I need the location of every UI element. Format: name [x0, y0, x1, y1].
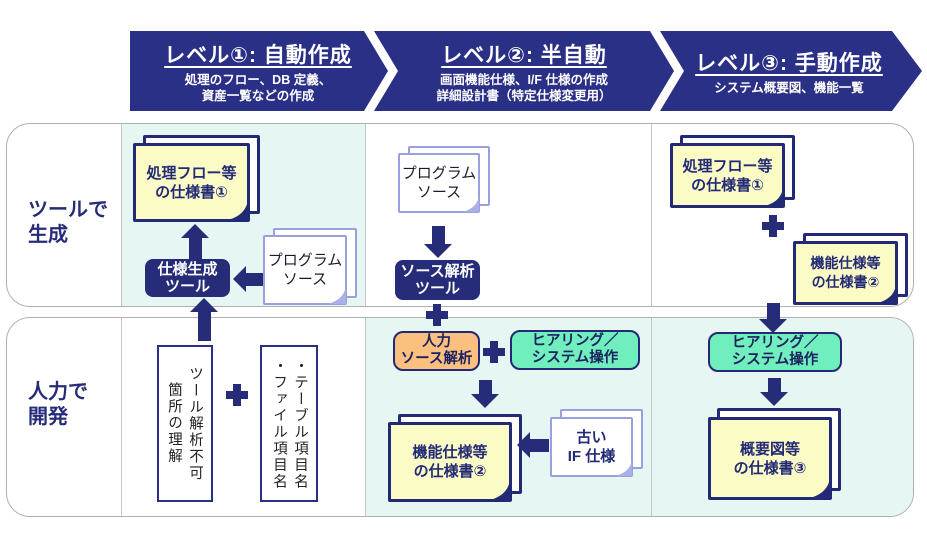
row-label-tool-generated: ツールで生成 — [28, 199, 108, 246]
level1-subtitle: 処理のフロー、DB 定義、 資産一覧などの作成 — [184, 72, 332, 103]
left-arrow-icon — [233, 266, 263, 292]
program-source-note: プログラムソース — [263, 228, 357, 305]
plus-icon — [426, 304, 448, 326]
manual-source-analysis-box: 人力ソース解析 — [393, 331, 480, 371]
up-arrow-icon — [181, 224, 209, 259]
left-arrow-icon — [517, 432, 549, 458]
func-spec-doc2-sticky-note: 機能仕様等の仕様書② — [793, 233, 908, 305]
row-label-manual-development: 人力で開発 — [28, 381, 88, 428]
tool-unanalyzable-parts-box: ツール解析不可 箇所の理解 — [157, 345, 213, 502]
level3-chevron-shape — [660, 31, 922, 111]
hearing-system-operation-box: ヒアリング／システム操作 — [708, 332, 842, 372]
level2-title: レベル②: 半自動 — [441, 43, 607, 67]
level1-chevron-shape — [130, 31, 388, 111]
folded-corner-icon — [810, 478, 830, 498]
down-arrow-icon — [471, 380, 499, 408]
folded-corner-icon — [490, 480, 510, 500]
folded-corner-icon — [228, 200, 248, 220]
level3-subtitle: システム概要図、機能一覧 — [714, 80, 864, 95]
source-analysis-tool-box: ソース解析ツール — [395, 260, 480, 300]
folded-corner-icon — [463, 196, 479, 212]
level3-header: レベル③: 手動作成 システム概要図、機能一覧 — [684, 31, 894, 111]
folded-corner-icon — [616, 460, 632, 476]
hearing-system-operation-box: ヒアリング／システム操作 — [510, 330, 640, 370]
spec-doc1-sticky-note: 処理フロー等の仕様書① — [670, 135, 795, 208]
plus-icon — [226, 384, 248, 406]
level2-subtitle: 画面機能仕様、I/F 仕様の作成 詳細設計書（特定仕様変更用） — [436, 72, 612, 103]
down-arrow-icon — [424, 226, 452, 258]
plus-icon — [483, 341, 505, 363]
program-source-note: プログラムソース — [398, 146, 490, 213]
spec-generation-tool-box: 仕様生成ツール — [145, 259, 230, 297]
plus-icon — [762, 215, 784, 237]
table-file-item-names-box: ・テーブル項目名 ・ファイル項目名 — [260, 345, 318, 502]
level2-header: レベル②: 半自動 画面機能仕様、I/F 仕様の作成 詳細設計書（特定仕様変更用… — [398, 31, 650, 111]
down-arrow-icon — [760, 378, 788, 406]
chevron-band — [130, 31, 922, 111]
level1-header: レベル①: 自動作成 処理のフロー、DB 定義、 資産一覧などの作成 — [138, 31, 378, 111]
level1-title: レベル①: 自動作成 — [164, 43, 352, 67]
folded-corner-icon — [878, 285, 896, 303]
folded-corner-icon — [328, 286, 346, 304]
spec-doc1-sticky-note: 処理フロー等の仕様書① — [133, 135, 260, 222]
func-spec-doc2-sticky-note: 機能仕様等の仕様書② — [388, 414, 522, 502]
level3-title: レベル③: 手動作成 — [695, 51, 883, 75]
level2-chevron-shape — [374, 31, 674, 111]
up-arrow-icon — [190, 298, 218, 341]
overview-spec-doc3-sticky-note: 概要図等の仕様書③ — [708, 408, 841, 500]
folded-corner-icon — [765, 188, 783, 206]
down-arrow-icon — [759, 303, 787, 333]
